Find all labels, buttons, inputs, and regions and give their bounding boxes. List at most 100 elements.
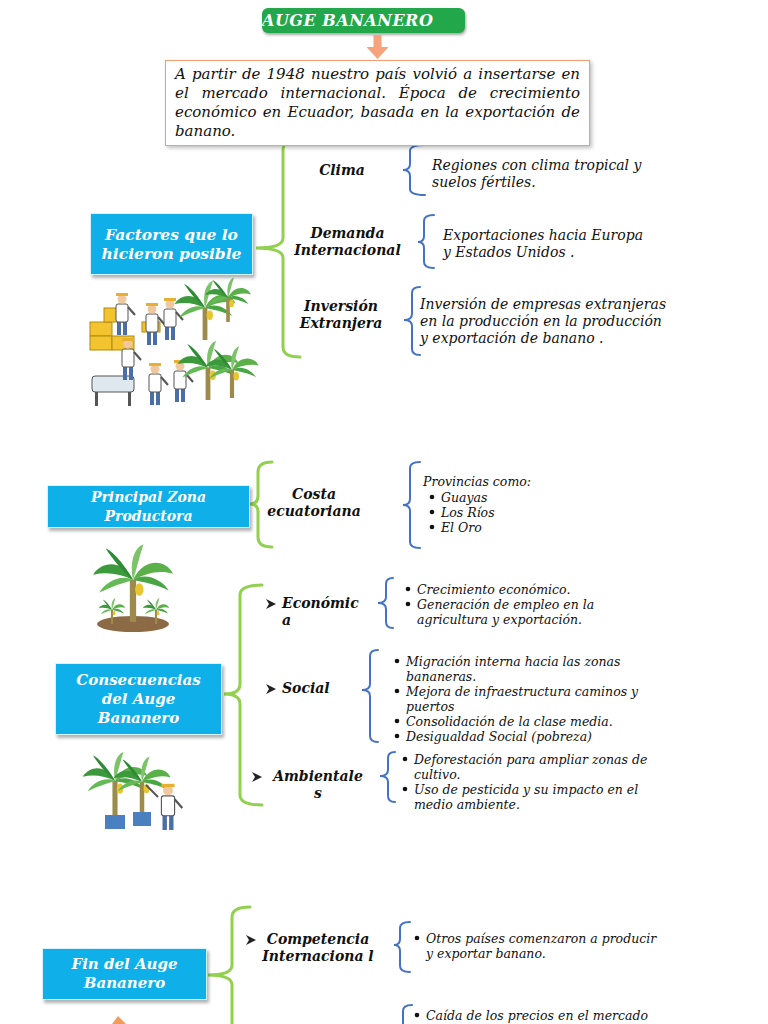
banana-plant [99, 598, 126, 624]
tank-leg [128, 392, 131, 406]
arrow-bullet [252, 772, 262, 782]
bullet-dot [413, 934, 423, 944]
category-label: Competencia Internaciona l [262, 931, 374, 965]
bullet-dot [393, 732, 403, 742]
bullet-item: Deforestación para ampliar zonas de cult… [414, 752, 659, 782]
category-label: Clima [300, 162, 384, 179]
arrow-bullet [252, 772, 262, 782]
arrow-bullet [246, 935, 256, 945]
label-text: Generación de empleo en la agricultura y… [417, 597, 594, 627]
bullet-item: Migración interna hacia las zonas banane… [406, 654, 651, 684]
label-text: Demanda Internacional [294, 225, 400, 258]
spraying-illustration [83, 752, 183, 830]
bullet-item: Crecimiento económico. [417, 582, 617, 597]
label-text: Los Ríos [441, 505, 495, 520]
banana-plant [143, 598, 170, 624]
bullet-item: Desigualdad Social (pobreza) [406, 729, 651, 744]
bullet-dot [404, 585, 414, 595]
category-label: Ambientale s [268, 768, 368, 802]
plant-pot [105, 815, 125, 829]
block-arrow [374, 35, 382, 47]
label-text: Inversión de empresas extranjeras en la … [420, 296, 666, 346]
worker-figure [174, 360, 193, 402]
bullet-dot [428, 508, 438, 518]
bullet-item: Otros países comenzaron a producir y exp… [426, 931, 662, 961]
bullet-item: Uso de pesticida y su impacto en el medi… [414, 782, 659, 812]
worker-figure [164, 298, 183, 340]
bullet-dot [393, 717, 403, 727]
node-text: Principal Zona Productora [58, 488, 239, 526]
partial-illustration [112, 1016, 126, 1024]
worker-figure [161, 784, 182, 830]
intro-box: A partir de 1948 nuestro país volvió a i… [165, 60, 590, 146]
label-text: Uso de pesticida y su impacto en el medi… [414, 782, 638, 812]
detail-text: Exportaciones hacia Europa y Estados Uni… [443, 227, 655, 261]
label-text: Mejora de infraestructura caminos y puer… [406, 684, 638, 714]
bullet-item: Los Ríos [441, 505, 561, 520]
bullet-dot [403, 787, 408, 792]
washing-tank [92, 376, 134, 392]
group-bracket [256, 140, 300, 357]
arrow-bullet [266, 599, 276, 609]
bullet-dot [430, 525, 435, 530]
detail-bracket [362, 650, 378, 742]
topic-box: Fin del Auge Bananero [42, 948, 207, 1000]
bullet-dot [395, 659, 400, 664]
node-text: Fin del Auge Bananero [53, 955, 196, 993]
node-text: AUGE BANANERO [262, 11, 465, 30]
label-text: Regiones con clima tropical y suelos fér… [432, 157, 641, 190]
detail-bracket [403, 462, 420, 548]
topic-box: Factores que lo hicieron posible [90, 213, 253, 275]
bullet-dot [395, 719, 400, 724]
label-text: Desigualdad Social (pobreza) [406, 729, 592, 744]
bullet-dot [403, 757, 408, 762]
bullet-dot [415, 936, 420, 941]
group-bracket [208, 907, 250, 1024]
bullet-dot [395, 734, 400, 739]
tank-leg [95, 392, 98, 406]
bullet-dot [406, 602, 411, 607]
bullet-item: El Oro [441, 520, 561, 535]
label-text: Costa ecuatoriana [267, 486, 361, 519]
label-text: Inversión Extranjera [300, 298, 383, 331]
bullet-dot [401, 785, 411, 795]
bullet-item: Generación de empleo en la agricultura y… [417, 597, 617, 627]
detail-text: Provincias como: [423, 474, 573, 489]
label-text: Deforestación para ampliar zonas de cult… [414, 752, 647, 782]
banana-plant [205, 278, 251, 322]
worker-figure [116, 293, 135, 335]
bullet-dot [395, 689, 400, 694]
detail-bracket [378, 578, 393, 628]
detail-bracket [403, 145, 425, 195]
bullet-item: Consolidación de la clase media. [406, 714, 651, 729]
label-text: Caída de los precios en el mercado [426, 1008, 648, 1023]
label-text: Económic a [282, 595, 359, 628]
label-text: Ambientale s [273, 768, 363, 801]
bullet-dot [428, 523, 438, 533]
bullet-dot [401, 755, 411, 765]
banana-plant [83, 752, 148, 815]
bullet-item: Caída de los precios en el mercado [426, 1008, 676, 1023]
banana-box [90, 322, 112, 336]
bullet-dot [430, 510, 435, 515]
node-text: Factores que lo hicieron posible [101, 225, 242, 263]
plant-pot [133, 812, 151, 826]
spray-wand [146, 785, 158, 797]
label-text: Clima [319, 162, 365, 178]
banana-box [90, 336, 112, 350]
detail-bracket [403, 1005, 412, 1024]
bullet-dot [428, 493, 438, 503]
category-label: Social [282, 680, 362, 697]
worker-figure [149, 363, 168, 405]
category-label: Económic a [282, 595, 366, 629]
topic-box: Principal Zona Productora [47, 485, 250, 528]
bullet-dot [404, 600, 414, 610]
category-label: Costa ecuatoriana [262, 486, 366, 520]
detail-bracket [394, 922, 410, 972]
banana-plant [205, 346, 258, 398]
bullet-dot [430, 495, 435, 500]
bullet-item: Mejora de infraestructura caminos y puer… [406, 684, 651, 714]
node-text: Consecuencias del Auge Bananero [66, 671, 211, 728]
category-label: Demanda Internacional [285, 225, 410, 259]
